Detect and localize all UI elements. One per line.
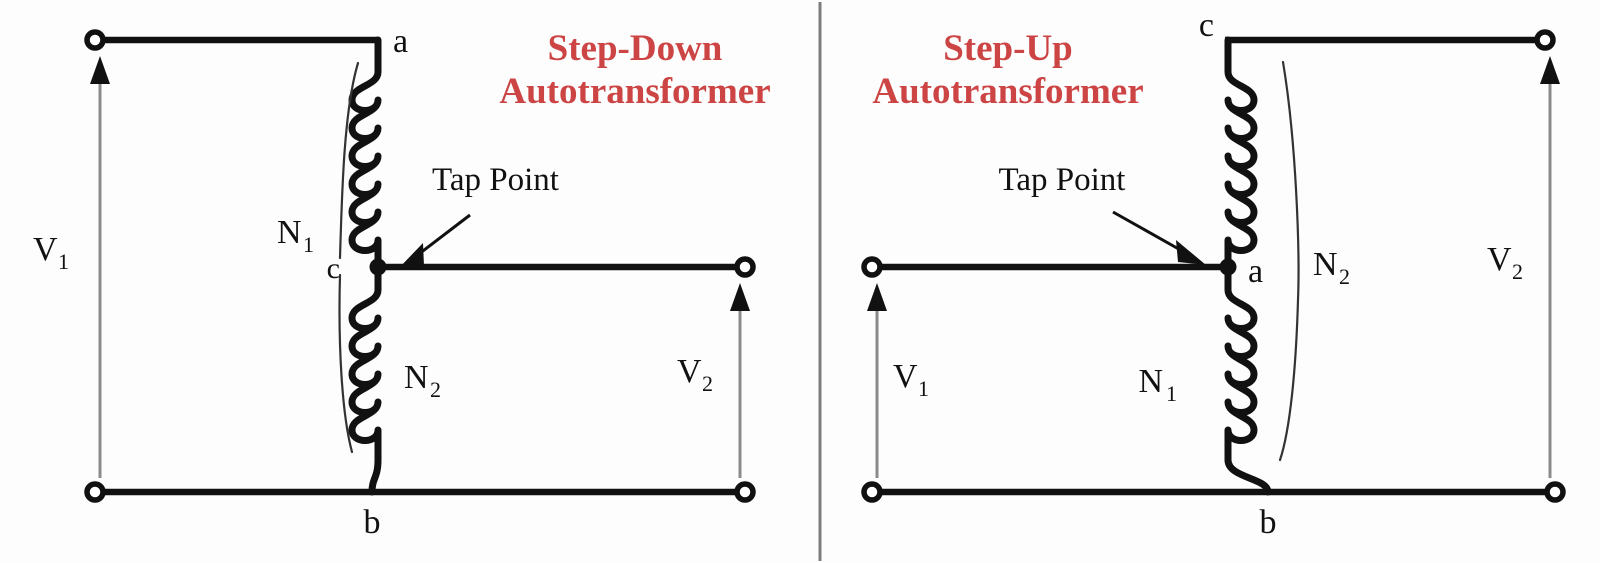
step-up-label-V2-sub: 2 <box>1512 259 1523 284</box>
step-up-label-N2: N <box>1313 246 1338 283</box>
step-up-label-V2: V <box>1487 241 1512 278</box>
step-down-label-V1: V <box>33 231 58 268</box>
step-down-output-terminal-bottom <box>734 481 756 503</box>
step-down-V1-arrow-head <box>90 56 110 84</box>
step-up-label-N2-sub: 2 <box>1339 264 1350 289</box>
step-down-lower-winding-N2 <box>348 263 382 496</box>
step-up-output-terminal-top <box>1534 29 1556 51</box>
step-down-tap-arrow-head <box>398 243 424 269</box>
step-up-output-terminal-bottom <box>1544 481 1566 503</box>
step-up-label-b: b <box>1260 504 1277 541</box>
step-up-title-line1: Step-Up <box>943 28 1073 69</box>
step-up-tap-arrow-shaft <box>1112 210 1185 254</box>
step-up-tap-junction <box>1219 258 1237 276</box>
step-down-title-line1: Step-Down <box>548 28 723 69</box>
step-down-upper-winding-N1 <box>348 36 382 271</box>
step-down-label-b: b <box>364 504 381 541</box>
step-down-N1-brace <box>338 61 360 260</box>
step-down-panel: Step-Down Autotransformer a c b N 1 N 2 <box>33 23 771 541</box>
step-down-label-a: a <box>393 23 408 60</box>
step-up-input-terminal-top <box>861 256 883 278</box>
step-down-label-V1-sub: 1 <box>58 249 69 274</box>
step-down-label-V2: V <box>677 353 702 390</box>
step-up-label-c: c <box>1199 7 1214 44</box>
step-up-panel: Step-Up Autotransformer c a b N 2 N 1 V <box>861 7 1566 541</box>
step-down-label-V2-sub: 2 <box>702 371 713 396</box>
step-down-label-N1: N <box>277 214 302 251</box>
step-down-label-N2: N <box>404 359 429 396</box>
step-down-label-N2-sub: 2 <box>430 377 441 402</box>
step-up-V1-arrow-head <box>867 283 887 311</box>
step-down-N2-brace <box>338 273 354 454</box>
step-up-N2-brace <box>1278 60 1300 462</box>
step-down-label-c: c <box>327 252 340 285</box>
step-down-tap-point-label: Tap Point <box>432 162 559 198</box>
step-down-input-terminal-bottom <box>84 481 106 503</box>
step-up-input-terminal-bottom <box>861 481 883 503</box>
step-up-label-a: a <box>1248 253 1263 290</box>
step-up-tap-arrow-head <box>1176 240 1206 265</box>
step-up-label-N1-sub: 1 <box>1166 381 1177 406</box>
step-up-label-V1: V <box>893 358 918 395</box>
step-up-label-V1-sub: 1 <box>918 376 929 401</box>
step-down-tap-junction <box>369 258 387 276</box>
step-up-lower-winding-N1 <box>1224 263 1272 496</box>
step-up-V2-arrow-head <box>1540 56 1560 84</box>
step-down-tap-arrow-shaft <box>414 213 471 259</box>
step-down-input-terminal-top <box>84 29 106 51</box>
step-up-upper-winding-N2 <box>1224 36 1258 271</box>
step-up-title-line2: Autotransformer <box>872 71 1143 112</box>
step-down-label-N1-sub: 1 <box>303 232 314 257</box>
step-down-output-terminal-top <box>734 256 756 278</box>
step-down-title-line2: Autotransformer <box>499 71 770 112</box>
step-up-tap-point-label: Tap Point <box>999 162 1126 198</box>
step-down-V2-arrow-head <box>730 283 750 311</box>
step-up-label-N1: N <box>1138 363 1163 400</box>
